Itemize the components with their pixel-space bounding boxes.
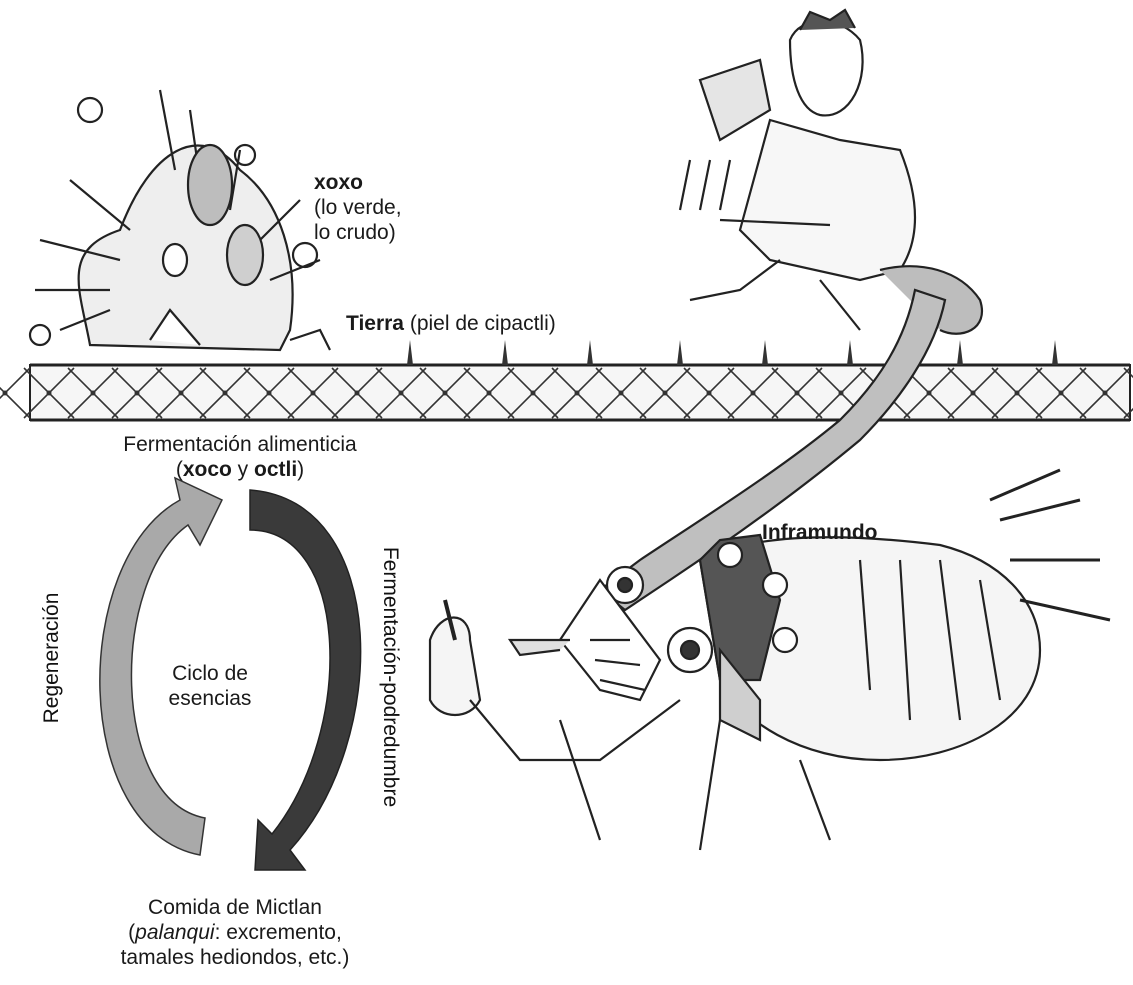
tierra-bold: Tierra (346, 312, 404, 335)
tierra-label: Tierra (piel de cipactli) (346, 311, 556, 336)
essence-cycle-line1: Ciclo de (140, 661, 280, 686)
tierra-rest: (piel de cipactli) (404, 312, 556, 335)
fermentation-food-label: Fermentación alimenticia (xoco y octli) (100, 432, 380, 482)
palanqui-term: palanqui (135, 921, 214, 944)
mictlan-food-label: Comida de Mictlan (palanqui: excremento,… (90, 895, 380, 970)
fermentation-food-line2: (xoco y octli) (100, 457, 380, 482)
mictlan-food-line3: tamales hediondos, etc.) (90, 945, 380, 970)
essence-cycle-label: Ciclo de esencias (140, 661, 280, 711)
xoco-term: xoco (183, 458, 232, 481)
xoxo-title: xoxo (314, 170, 402, 195)
inframundo-label: Inframundo (762, 520, 878, 545)
essence-cycle-line2: esencias (140, 686, 280, 711)
paren-open: ( (176, 458, 183, 481)
fermentation-decay-label: Fermentación-podredumbre (378, 542, 402, 812)
paren-close: ) (297, 458, 304, 481)
mictlan-food-rest: : excremento, (215, 921, 342, 944)
octli-term: octli (254, 458, 297, 481)
regeneration-label: Regeneración (40, 588, 64, 728)
upper-figure (680, 10, 982, 334)
earth-band (0, 340, 1133, 420)
mictlan-food-line1: Comida de Mictlan (90, 895, 380, 920)
fermentation-food-line1: Fermentación alimenticia (100, 432, 380, 457)
xoxo-label: xoxo (lo verde, lo crudo) (314, 170, 402, 245)
xoxo-line1: (lo verde, (314, 195, 402, 220)
xoxo-line2: lo crudo) (314, 220, 402, 245)
plant-xoxo (30, 90, 330, 350)
mictlan-food-line2: (palanqui: excremento, (90, 920, 380, 945)
conjunction-y: y (232, 458, 254, 481)
